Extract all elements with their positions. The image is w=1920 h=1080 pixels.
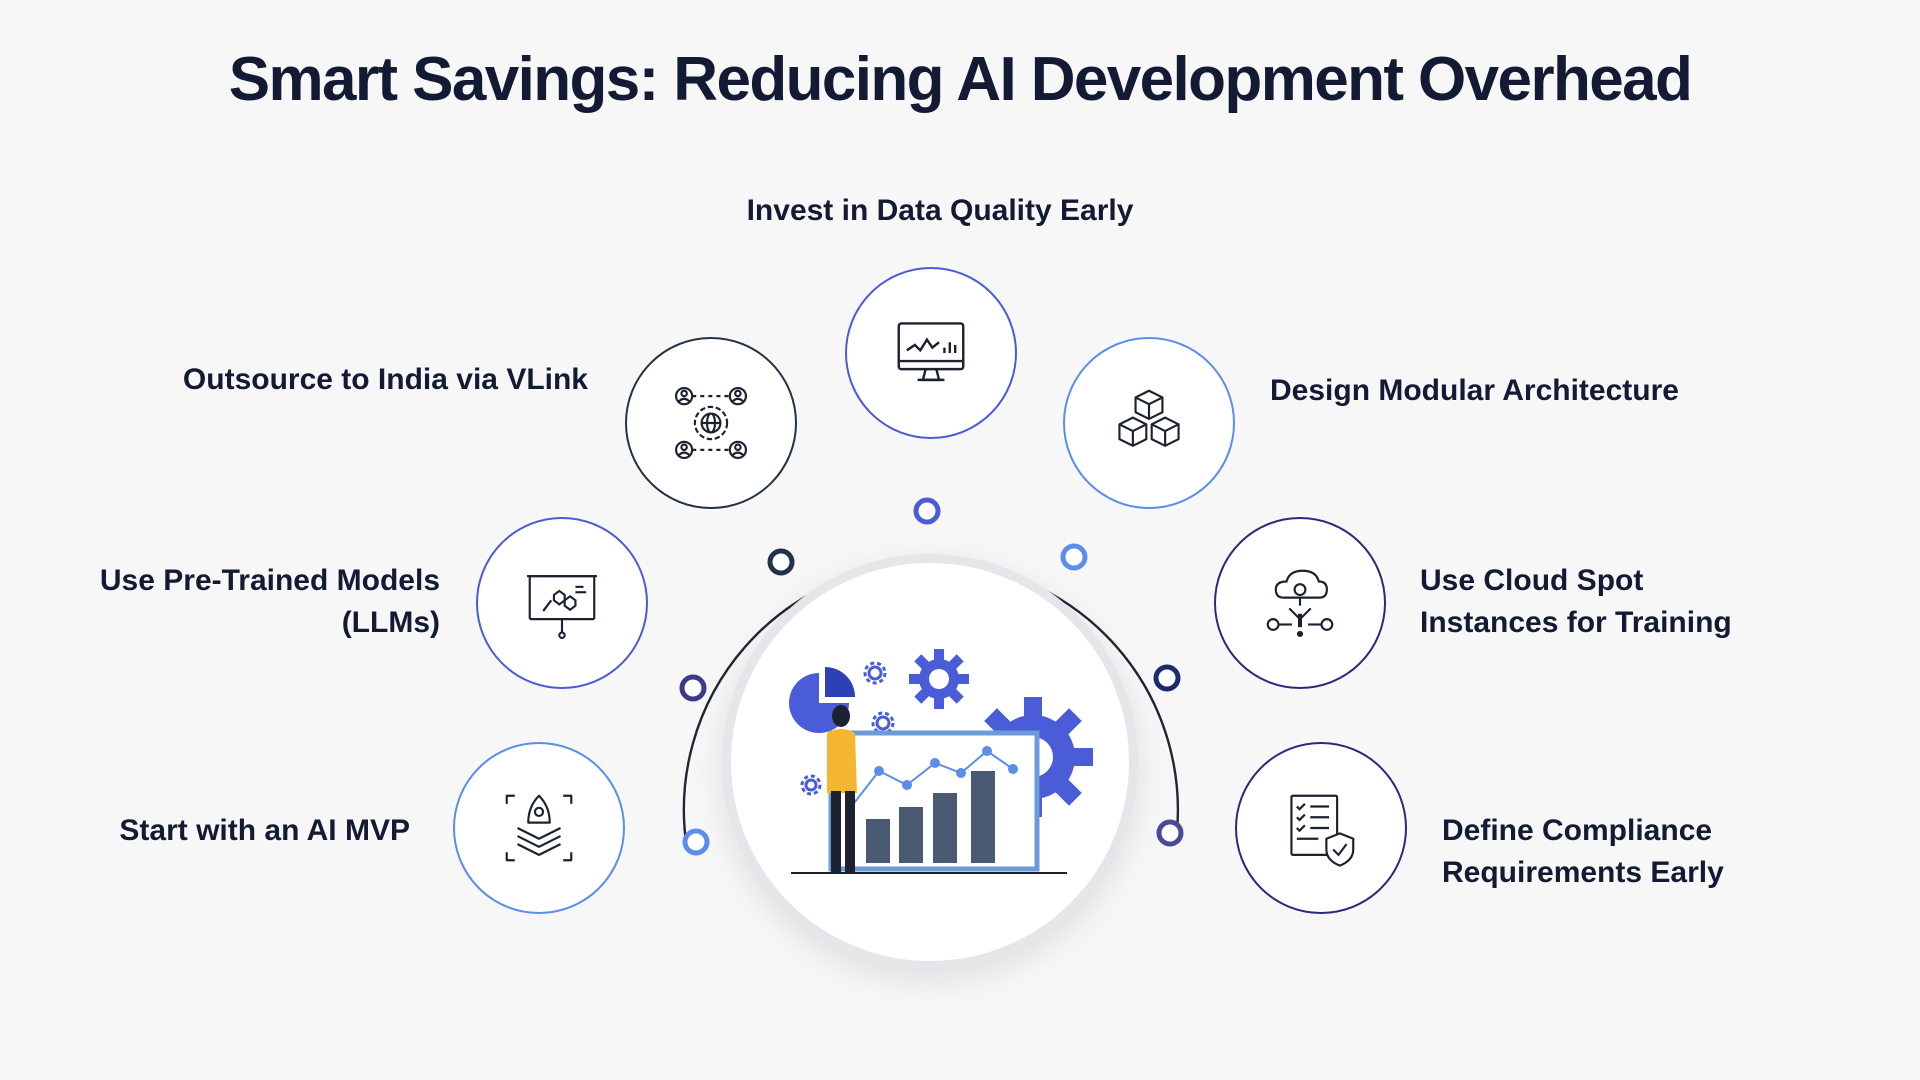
arc-dot — [1156, 819, 1184, 847]
label-cloud-spot-line-1: Use Cloud Spot — [1420, 564, 1644, 597]
node-cloud-spot — [1214, 517, 1386, 689]
arc-dot — [767, 548, 795, 576]
label-data-quality: Invest in Data Quality Early — [746, 194, 1134, 227]
arc-dot — [913, 497, 941, 525]
modular-cubes-icon — [1118, 389, 1180, 447]
label-modular: Design Modular Architecture — [1270, 374, 1679, 407]
label-pretrained-line-2: (LLMs) — [341, 606, 440, 639]
monitor-analytics-icon — [897, 322, 965, 382]
label-pretrained-line-1: Use Pre-Trained Models — [99, 564, 440, 597]
checklist-shield-icon — [1290, 794, 1355, 867]
label-mvp: Start with an AI MVP — [119, 814, 410, 847]
label-compliance: Define Compliance Requirements Early — [1442, 810, 1862, 894]
label-compliance-line-2: Requirements Early — [1442, 856, 1724, 889]
label-cloud-spot-line-2: Instances for Training — [1420, 606, 1732, 639]
arc-dot — [679, 674, 707, 702]
hero-illustration — [722, 554, 1138, 970]
node-pretrained — [476, 517, 648, 689]
label-outsource: Outsource to India via VLink — [182, 363, 588, 396]
node-compliance — [1235, 742, 1407, 914]
person-analytics-growth-icon — [789, 649, 1093, 874]
label-pretrained: Use Pre-Trained Models (LLMs) — [40, 560, 440, 644]
presentation-model-icon — [527, 575, 597, 640]
arc-dot — [1153, 664, 1181, 692]
node-outsource — [625, 337, 797, 509]
label-cloud-spot: Use Cloud Spot Instances for Training — [1420, 560, 1860, 644]
arc-dot — [682, 828, 710, 856]
global-team-gear-icon — [674, 386, 748, 460]
label-compliance-line-1: Define Compliance — [1442, 814, 1713, 847]
rocket-layers-icon — [505, 794, 573, 862]
page-title: Smart Savings: Reducing AI Development O… — [228, 45, 1693, 114]
arc-dot — [1060, 543, 1088, 571]
node-data-quality — [845, 267, 1017, 439]
cloud-network-icon — [1266, 569, 1334, 637]
node-modular — [1063, 337, 1235, 509]
node-mvp — [453, 742, 625, 914]
